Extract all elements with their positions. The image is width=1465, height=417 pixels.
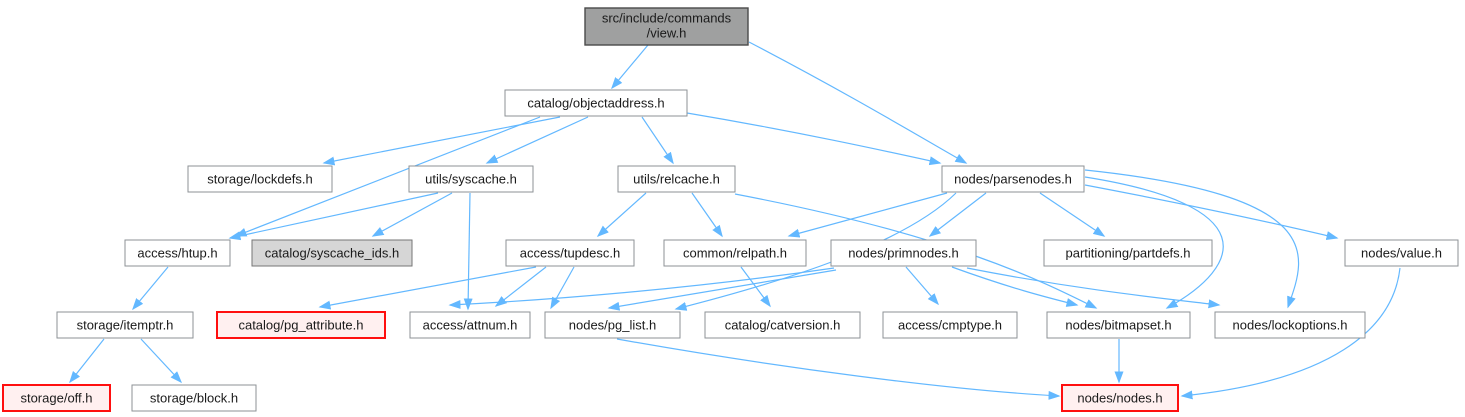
edge-relcache-relpath bbox=[691, 192, 723, 238]
edge-value-nodes bbox=[1180, 267, 1401, 400]
node-relcache[interactable]: utils/relcache.h bbox=[617, 165, 736, 193]
node-lockoptions[interactable]: nodes/lockoptions.h bbox=[1214, 311, 1366, 339]
node-block[interactable]: storage/block.h bbox=[131, 384, 257, 412]
node-pg_attribute[interactable]: catalog/pg_attribute.h bbox=[216, 311, 386, 339]
node-label-syscache: utils/syscache.h bbox=[425, 172, 517, 187]
node-label-partdefs: partitioning/partdefs.h bbox=[1065, 246, 1190, 261]
edge-objectaddress-syscache bbox=[485, 116, 589, 164]
node-label-relpath: common/relpath.h bbox=[683, 246, 787, 261]
node-label-view: src/include/commands bbox=[602, 11, 732, 26]
node-label-primnodes: nodes/primnodes.h bbox=[848, 246, 959, 261]
edge-syscache-syscache_ids bbox=[371, 192, 453, 237]
node-label-parsenodes: nodes/parsenodes.h bbox=[954, 172, 1072, 187]
node-label-relcache: utils/relcache.h bbox=[633, 172, 720, 187]
node-label-pg_list: nodes/pg_list.h bbox=[569, 318, 656, 333]
edge-primnodes-attnum bbox=[448, 267, 835, 309]
edge-parsenodes-lockoptions bbox=[1084, 169, 1300, 309]
edge-primnodes-bitmapset bbox=[951, 266, 1079, 307]
edge-parsenodes-relpath bbox=[787, 192, 948, 238]
node-cmptype[interactable]: access/cmptype.h bbox=[882, 311, 1018, 339]
node-label-tupdesc: access/tupdesc.h bbox=[520, 246, 620, 261]
node-label-bitmapset: nodes/bitmapset.h bbox=[1065, 318, 1171, 333]
edge-view-objectaddress bbox=[611, 44, 649, 90]
edge-relpath-catversion bbox=[740, 266, 771, 308]
edge-objectaddress-parsenodes bbox=[686, 112, 942, 166]
node-nodes[interactable]: nodes/nodes.h bbox=[1061, 384, 1179, 412]
edge-primnodes-cmptype bbox=[905, 266, 939, 306]
node-label-pg_attribute: catalog/pg_attribute.h bbox=[238, 318, 363, 333]
node-pg_list[interactable]: nodes/pg_list.h bbox=[544, 311, 681, 339]
edge-view-parsenodes bbox=[748, 41, 968, 164]
node-label-lockoptions: nodes/lockoptions.h bbox=[1233, 318, 1348, 333]
node-syscache_ids[interactable]: catalog/syscache_ids.h bbox=[251, 239, 413, 267]
edge-itemptr-block bbox=[140, 338, 183, 384]
node-label-catversion: catalog/catversion.h bbox=[725, 318, 841, 333]
node-label-lockdefs: storage/lockdefs.h bbox=[207, 172, 313, 187]
node-label-htup: access/htup.h bbox=[137, 246, 217, 261]
node-bitmapset[interactable]: nodes/bitmapset.h bbox=[1046, 311, 1191, 339]
node-off[interactable]: storage/off.h bbox=[2, 384, 111, 412]
node-label-syscache_ids: catalog/syscache_ids.h bbox=[265, 246, 399, 261]
edge-pg_list-nodes bbox=[616, 338, 1061, 400]
edge-parsenodes-value bbox=[1084, 184, 1339, 240]
edge-objectaddress-htup bbox=[234, 116, 541, 237]
edge-htup-itemptr bbox=[132, 266, 169, 311]
node-label-off: storage/off.h bbox=[20, 391, 92, 406]
node-label-nodes: nodes/nodes.h bbox=[1077, 391, 1162, 406]
node-label-block: storage/block.h bbox=[150, 391, 238, 406]
edge-tupdesc-pg_list bbox=[550, 266, 575, 310]
edge-primnodes-pg_list bbox=[607, 269, 837, 311]
edge-itemptr-off bbox=[69, 338, 105, 384]
node-view[interactable]: src/include/commands/view.h bbox=[584, 7, 749, 46]
node-primnodes[interactable]: nodes/primnodes.h bbox=[830, 239, 977, 267]
node-label-objectaddress: catalog/objectaddress.h bbox=[527, 96, 664, 111]
node-label-view: /view.h bbox=[647, 26, 687, 41]
edge-syscache-attnum bbox=[463, 192, 473, 311]
node-value[interactable]: nodes/value.h bbox=[1344, 239, 1459, 267]
node-relpath[interactable]: common/relpath.h bbox=[663, 239, 807, 267]
edge-parsenodes-primnodes bbox=[928, 192, 987, 237]
node-htup[interactable]: access/htup.h bbox=[124, 239, 231, 267]
node-lockdefs[interactable]: storage/lockdefs.h bbox=[187, 165, 333, 193]
node-objectaddress[interactable]: catalog/objectaddress.h bbox=[504, 89, 688, 117]
node-label-value: nodes/value.h bbox=[1361, 246, 1442, 261]
edge-syscache-htup bbox=[228, 192, 439, 241]
edge-objectaddress-relcache bbox=[641, 116, 674, 165]
edge-parsenodes-partdefs bbox=[1039, 192, 1106, 237]
edge-tupdesc-attnum bbox=[494, 266, 547, 307]
node-syscache[interactable]: utils/syscache.h bbox=[408, 165, 534, 193]
edge-parsenodes-bitmapset bbox=[1084, 176, 1224, 309]
node-partdefs[interactable]: partitioning/partdefs.h bbox=[1043, 239, 1213, 267]
node-parsenodes[interactable]: nodes/parsenodes.h bbox=[941, 165, 1085, 193]
node-label-cmptype: access/cmptype.h bbox=[898, 318, 1002, 333]
node-tupdesc[interactable]: access/tupdesc.h bbox=[505, 239, 635, 267]
node-label-itemptr: storage/itemptr.h bbox=[77, 318, 174, 333]
edge-primnodes-lockoptions bbox=[966, 267, 1221, 309]
edge-tupdesc-pg_attribute bbox=[318, 266, 537, 310]
node-catversion[interactable]: catalog/catversion.h bbox=[704, 311, 861, 339]
edge-relcache-tupdesc bbox=[596, 192, 647, 238]
node-itemptr[interactable]: storage/itemptr.h bbox=[56, 311, 194, 339]
node-label-attnum: access/attnum.h bbox=[423, 318, 518, 333]
edge-objectaddress-lockdefs bbox=[322, 116, 561, 166]
node-attnum[interactable]: access/attnum.h bbox=[409, 311, 531, 339]
